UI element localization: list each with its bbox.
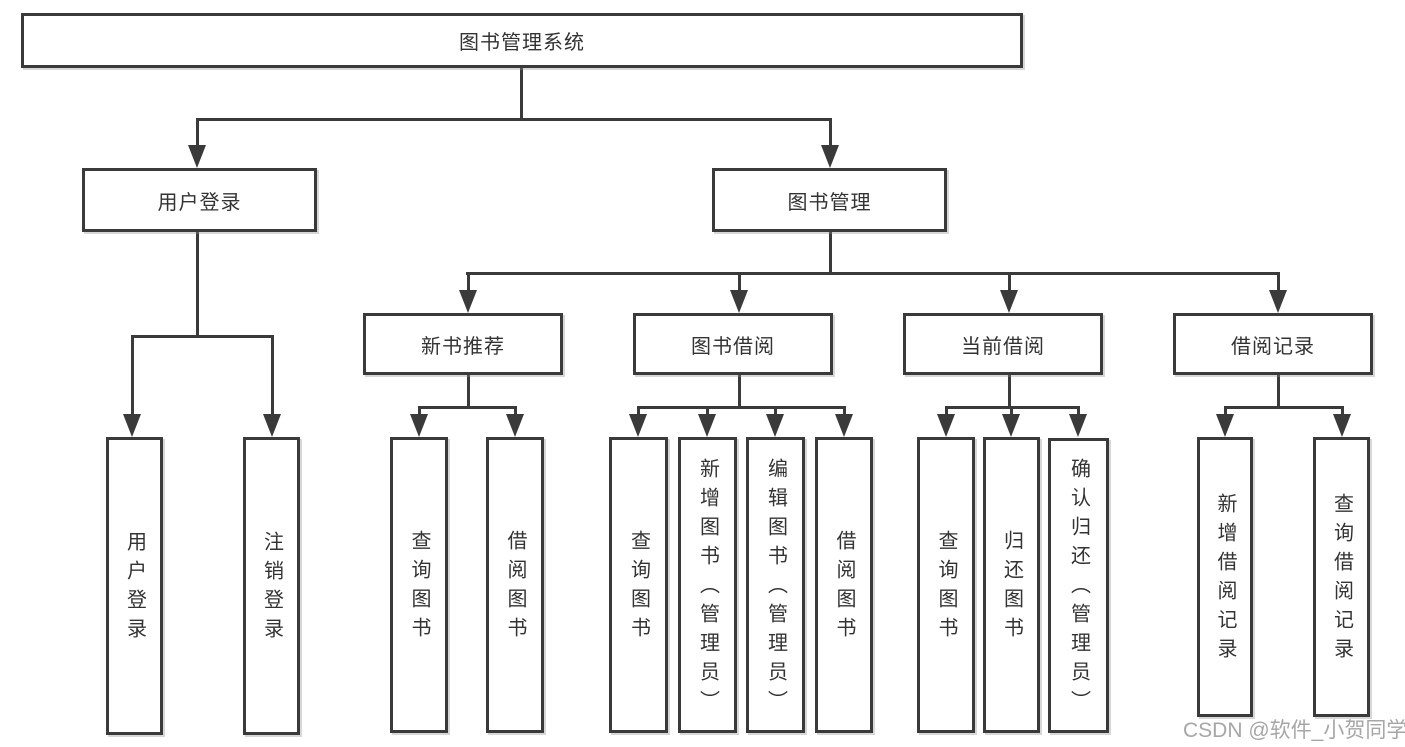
- node-library-system: 图书管理系统: [21, 13, 1023, 68]
- edge-borrowrecord-vertical: [1277, 375, 1280, 408]
- node-leaf-query-books: 查询图书: [609, 437, 668, 733]
- edge-stub-book-mgmt: [829, 118, 832, 148]
- arrowhead-icon: [1069, 414, 1087, 437]
- arrowhead-icon: [263, 414, 281, 437]
- edge-newbook-vertical: [467, 375, 470, 408]
- edge-stub: [843, 406, 846, 416]
- node-leaf-query-borrow-record: 查询借阅记录: [1313, 437, 1370, 717]
- arrowhead-icon: [188, 145, 206, 168]
- node-user-login: 用户登录: [82, 168, 317, 232]
- edge-bookmgmt-vertical: [829, 232, 832, 274]
- arrowhead-icon: [1269, 290, 1287, 313]
- node-new-book-recommend: 新书推荐: [363, 313, 563, 375]
- node-leaf-add-borrow-record: 新增借阅记录: [1197, 437, 1253, 717]
- edge-stub: [467, 272, 470, 292]
- arrowhead-icon: [698, 414, 716, 437]
- node-leaf-query-books: 查询图书: [390, 437, 448, 733]
- edge-currentborrow-vertical: [1008, 375, 1011, 408]
- edge-bookborrow-vertical: [738, 375, 741, 408]
- node-leaf-user-login: 用户登录: [106, 437, 163, 735]
- node-leaf-add-books-admin: 新增图书（管理员）: [678, 437, 737, 733]
- csdn-watermark: CSDN @软件_小贺同学: [1183, 719, 1405, 742]
- node-leaf-logout: 注销登录: [243, 437, 300, 735]
- edge-bookborrow-horizontal: [637, 406, 845, 409]
- edge-root-horizontal: [196, 118, 832, 121]
- edge-stub: [418, 406, 421, 416]
- edge-stub: [1008, 272, 1011, 292]
- edge-newbook-horizontal: [418, 406, 516, 409]
- edge-stub: [514, 406, 517, 416]
- edge-userlogin-vertical: [196, 232, 199, 336]
- arrowhead-icon: [937, 414, 955, 437]
- edge-stub: [1077, 406, 1080, 416]
- edge-stub: [637, 406, 640, 416]
- edge-stub: [1010, 406, 1013, 416]
- edge-userlogin-horizontal: [131, 335, 274, 338]
- node-leaf-confirm-return-admin: 确认归还（管理员）: [1048, 438, 1109, 733]
- edge-stub: [131, 335, 134, 415]
- arrowhead-icon: [506, 414, 524, 437]
- arrowhead-icon: [1002, 414, 1020, 437]
- node-leaf-return-books: 归还图书: [983, 437, 1040, 733]
- edge-stub: [1341, 406, 1344, 416]
- edge-stub: [945, 406, 948, 416]
- edge-stub: [1277, 272, 1280, 292]
- edge-stub: [271, 335, 274, 415]
- node-current-borrow: 当前借阅: [903, 313, 1103, 375]
- edge-root-vertical: [520, 68, 523, 121]
- arrowhead-icon: [1333, 414, 1351, 437]
- arrowhead-icon: [835, 414, 853, 437]
- arrowhead-icon: [766, 414, 784, 437]
- edge-stub-user-login: [196, 118, 199, 148]
- node-leaf-query-books: 查询图书: [917, 437, 975, 733]
- arrowhead-icon: [629, 414, 647, 437]
- edge-borrowrecord-horizontal: [1224, 406, 1343, 409]
- arrowhead-icon: [459, 290, 477, 313]
- edge-stub: [774, 406, 777, 416]
- edge-bookmgmt-horizontal: [466, 272, 1280, 275]
- node-leaf-edit-books-admin: 编辑图书（管理员）: [746, 437, 805, 733]
- arrowhead-icon: [123, 414, 141, 437]
- arrowhead-icon: [1216, 414, 1234, 437]
- arrowhead-icon: [821, 145, 839, 168]
- node-borrow-record: 借阅记录: [1173, 313, 1373, 375]
- edge-stub: [1224, 406, 1227, 416]
- arrowhead-icon: [1000, 290, 1018, 313]
- node-leaf-borrow-books: 借阅图书: [815, 437, 873, 733]
- node-book-borrow: 图书借阅: [633, 313, 833, 375]
- edge-stub: [706, 406, 709, 416]
- node-leaf-borrow-books: 借阅图书: [486, 437, 544, 733]
- node-book-management: 图书管理: [712, 168, 947, 232]
- arrowhead-icon: [410, 414, 428, 437]
- arrowhead-icon: [730, 290, 748, 313]
- edge-stub: [738, 272, 741, 292]
